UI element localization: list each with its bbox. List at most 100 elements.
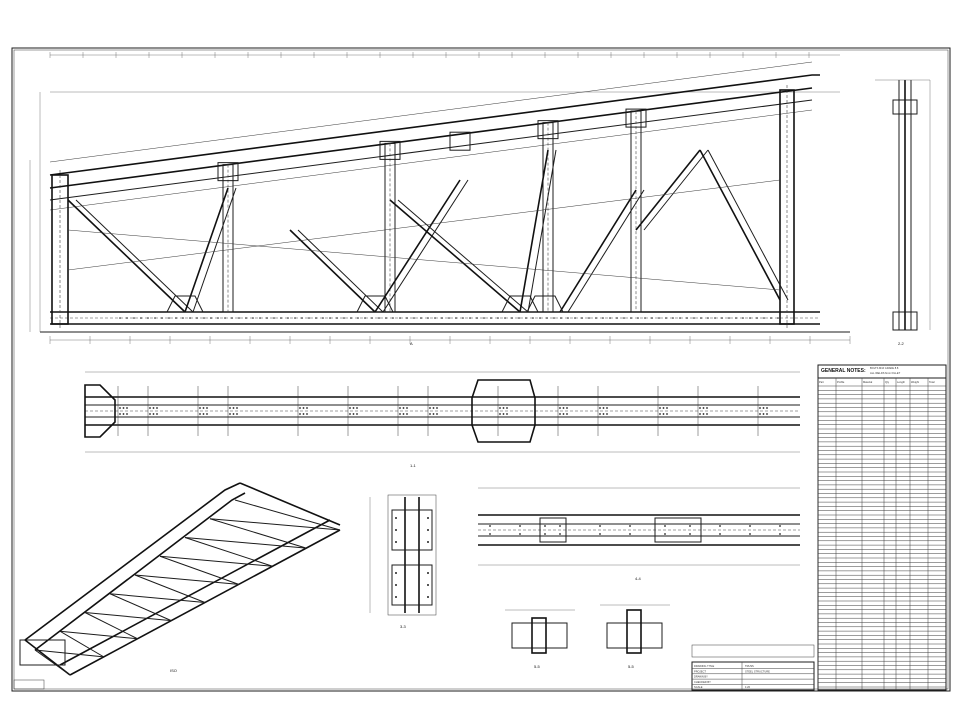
top-chord-plan: 4-4 xyxy=(478,487,800,581)
iso-diagonal xyxy=(109,593,206,603)
bolt xyxy=(122,413,125,415)
section-5b-label: 5-5 xyxy=(628,664,635,669)
bolt xyxy=(308,317,310,319)
bolt xyxy=(609,317,611,319)
iso-diagonal xyxy=(34,649,104,658)
bolt xyxy=(402,413,405,415)
diagonal-member-edge xyxy=(382,179,469,313)
table-rows xyxy=(818,385,946,688)
bolt xyxy=(476,317,478,319)
bolt xyxy=(559,533,561,535)
tcp-splice-left xyxy=(539,517,567,543)
bolt xyxy=(779,525,781,527)
section-5a-label: 5-5 xyxy=(534,664,541,669)
iso-far-cross xyxy=(239,482,341,526)
truss-elevation: A xyxy=(29,52,851,346)
notes-line-2: ALL WELDS 6mm FILLET xyxy=(870,371,901,375)
bolt xyxy=(356,413,358,415)
bolt xyxy=(599,525,601,527)
bracing-line-2 xyxy=(67,179,781,271)
bottom-gusset xyxy=(526,295,564,313)
bolt xyxy=(499,413,501,415)
bottom-gusset xyxy=(356,295,394,313)
bolt xyxy=(699,413,701,415)
bottom-chord-bolts xyxy=(119,317,779,319)
bolt xyxy=(566,407,568,409)
bolt xyxy=(154,317,156,319)
bolt xyxy=(749,525,751,527)
bolt xyxy=(306,413,308,415)
top-chord-lower xyxy=(49,87,813,189)
section-2-label: 2-2 xyxy=(898,341,905,346)
bolt xyxy=(299,407,301,409)
bolt xyxy=(427,572,429,574)
roof-line-2 xyxy=(49,109,813,211)
iso-vertical xyxy=(184,537,273,567)
diagonal-member xyxy=(635,149,701,231)
bolt xyxy=(532,317,534,319)
iso-vertical xyxy=(234,499,341,531)
bolt xyxy=(763,317,765,319)
bolt xyxy=(599,533,601,535)
bolt xyxy=(122,407,125,409)
bolt xyxy=(706,413,708,415)
bolt xyxy=(147,317,149,319)
bolt xyxy=(629,525,631,527)
iso-diagonal xyxy=(59,630,138,640)
bolt xyxy=(238,317,240,319)
bolt xyxy=(559,525,561,527)
bolt xyxy=(559,407,561,409)
bolt xyxy=(659,407,661,409)
bolt xyxy=(378,317,380,319)
bolt xyxy=(202,413,205,415)
bolt xyxy=(567,317,569,319)
title-block-label: DRAWN BY xyxy=(694,675,708,679)
elevation-label: A xyxy=(410,341,413,346)
iso-base-plate xyxy=(19,639,66,666)
bolt xyxy=(759,413,761,415)
plan-end-plate-left xyxy=(84,384,116,438)
bolt xyxy=(399,413,401,415)
bolt xyxy=(161,317,163,319)
title-block-value: 1:20 xyxy=(745,685,751,689)
diagonal-member-edge xyxy=(567,189,645,313)
bolt xyxy=(666,413,668,415)
bracing-line-1 xyxy=(67,229,781,291)
bolt xyxy=(349,407,351,409)
bolt xyxy=(658,317,660,319)
bolt xyxy=(553,317,555,319)
bolt xyxy=(499,407,501,409)
bolt xyxy=(525,317,527,319)
bolt xyxy=(662,413,665,415)
iso-web-members xyxy=(34,499,341,676)
bolt xyxy=(602,413,605,415)
bolt xyxy=(502,413,505,415)
top-gusset xyxy=(537,120,559,140)
iso-diagonal xyxy=(184,537,307,549)
iso-top-chord-1 xyxy=(24,482,241,641)
sheet-border xyxy=(11,47,951,692)
bolt xyxy=(707,317,709,319)
bottom-dimension-chain xyxy=(49,336,851,344)
iso-vertical xyxy=(134,574,206,603)
bolt xyxy=(546,317,548,319)
bolt xyxy=(299,413,301,415)
end-section-base xyxy=(892,311,918,331)
top-chord-upper xyxy=(49,74,820,176)
iso-diagonal xyxy=(209,518,341,531)
bottom-chord-plan: 1-1 xyxy=(84,371,800,468)
bolt xyxy=(217,317,219,319)
stamp-box xyxy=(13,679,45,690)
iso-diagonal xyxy=(134,574,239,585)
table-header-cell: Part xyxy=(819,380,824,384)
table-header-cell: Total xyxy=(929,380,935,384)
diagonal-member xyxy=(289,229,376,313)
bolt xyxy=(434,317,436,319)
bolt xyxy=(232,413,235,415)
bolt xyxy=(156,413,158,415)
bolt xyxy=(519,525,521,527)
bolt xyxy=(689,525,691,527)
notes-line-1: BOLTS M16 GRADE 8.8 xyxy=(870,366,899,370)
title-block-value: TRUSS xyxy=(745,664,754,668)
bolt xyxy=(287,317,289,319)
